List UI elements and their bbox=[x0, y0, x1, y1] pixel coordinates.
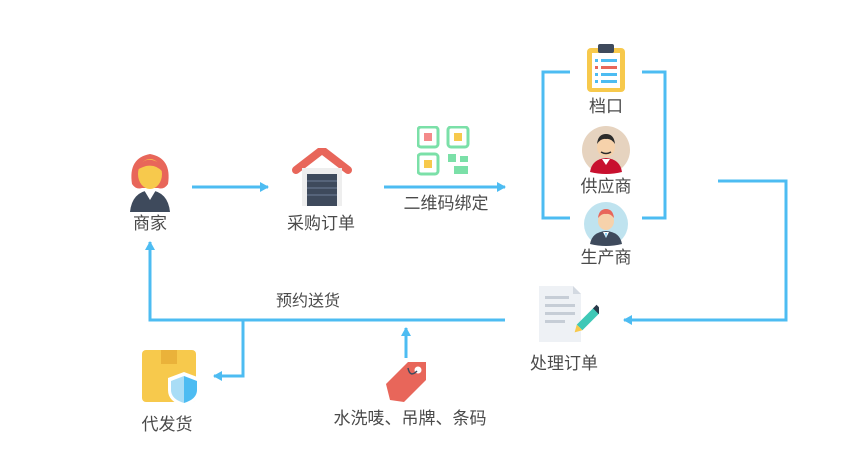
qr-bind-label: 二维码绑定 bbox=[403, 194, 489, 214]
delivery-edge-label: 预约送货 bbox=[275, 291, 341, 310]
clipboard-icon bbox=[587, 44, 625, 92]
manufacturer-avatar-icon bbox=[584, 202, 628, 246]
shield-box-icon bbox=[142, 350, 200, 406]
document-pen-icon bbox=[539, 286, 599, 342]
purchase-order-label: 采购订单 bbox=[287, 214, 355, 234]
manufacturer-label: 生产商 bbox=[580, 248, 632, 268]
process-order-label: 处理订单 bbox=[530, 354, 598, 374]
merchant-person-icon bbox=[130, 154, 170, 212]
arrow-branch-to-proxy-ship bbox=[213, 320, 245, 381]
bracket-right bbox=[642, 70, 667, 220]
bracket-left bbox=[541, 70, 570, 220]
tags-label: 水洗唛、吊牌、条码 bbox=[333, 409, 487, 429]
qr-code-icon bbox=[417, 126, 470, 176]
stall-label: 档口 bbox=[589, 97, 623, 117]
warehouse-icon bbox=[292, 148, 352, 206]
arrow-suppliers-to-process bbox=[623, 179, 788, 325]
proxy-ship-label: 代发货 bbox=[141, 415, 193, 435]
supplier-label: 供应商 bbox=[580, 177, 632, 197]
arrow-process-to-merchant bbox=[145, 241, 505, 322]
price-tag-icon bbox=[386, 362, 426, 402]
supplier-avatar-icon bbox=[582, 126, 630, 174]
merchant-label: 商家 bbox=[133, 214, 167, 234]
